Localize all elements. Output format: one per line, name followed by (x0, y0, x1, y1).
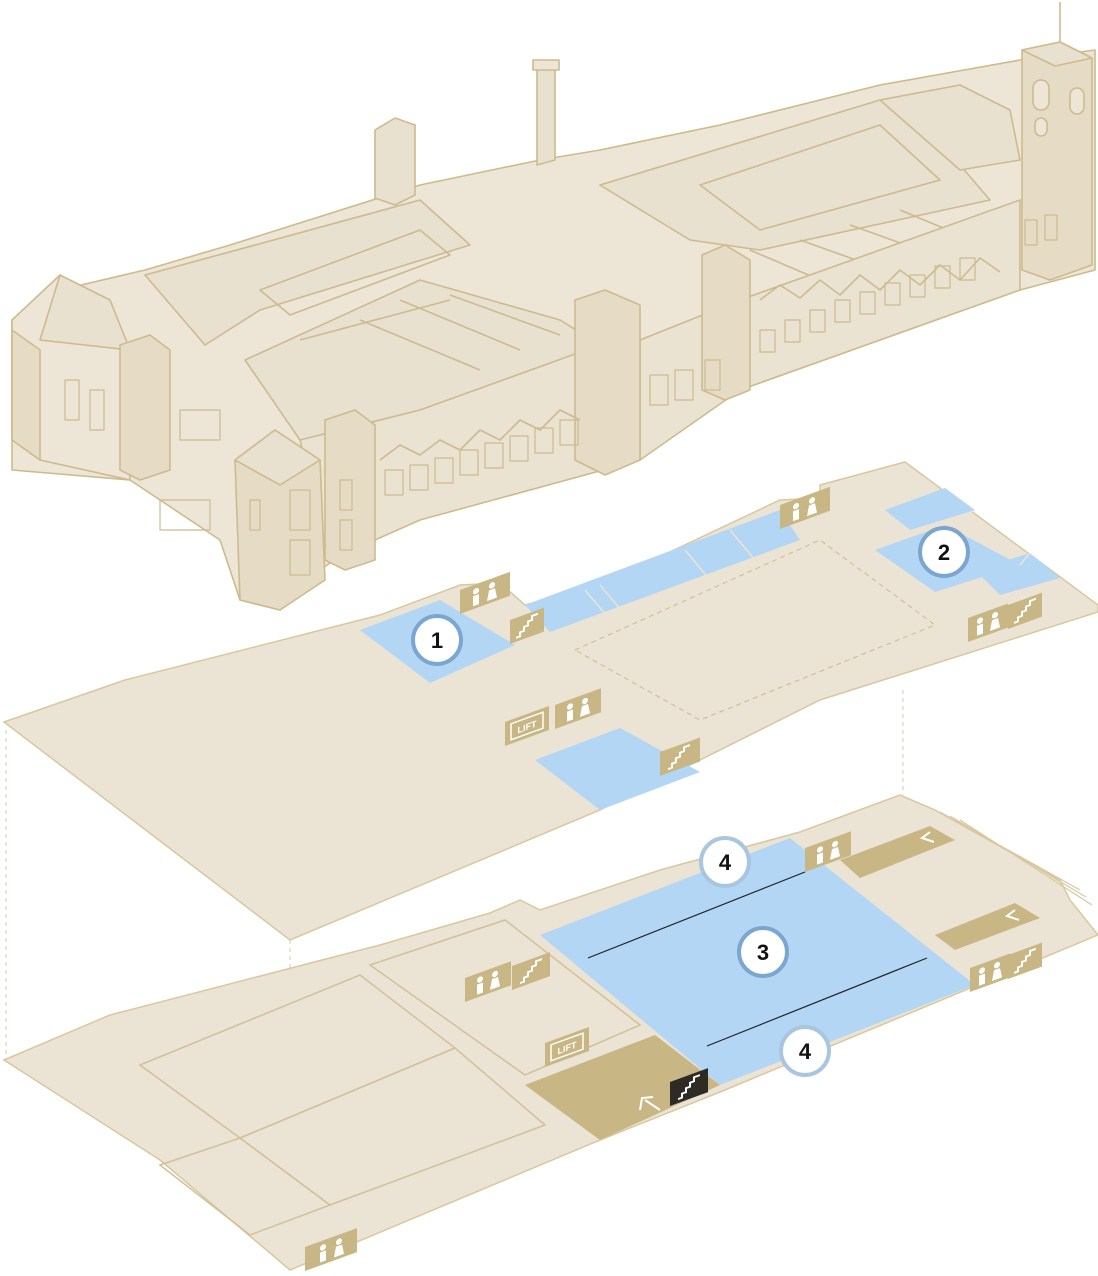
marker-label: 1 (431, 628, 443, 653)
stairs-icon (1008, 592, 1042, 629)
stairs-icon (510, 607, 544, 644)
toilet-icon (305, 1228, 357, 1271)
lower-floor-plan: LIFT (2, 794, 1098, 1271)
zone-2c (975, 553, 1060, 595)
marker-label: 2 (938, 540, 950, 565)
marker-2[interactable]: 2 (918, 526, 970, 578)
toilet-icon (465, 961, 511, 1002)
toilet-icon (555, 688, 601, 729)
stairs-icon (660, 737, 700, 776)
zone-south (535, 728, 700, 810)
stairs-icon (670, 1068, 708, 1106)
entrance-lobby (525, 1035, 720, 1140)
toilet-icon (460, 571, 510, 614)
arrow-left-icon (1004, 909, 1020, 921)
lower-room-outlines (138, 919, 642, 1236)
lower-facilities: LIFT (305, 831, 1042, 1271)
stairs-icon (512, 952, 550, 990)
marker-4-bottom[interactable]: 4 (779, 1025, 831, 1077)
arrow-bar-upper (840, 826, 955, 878)
marker-1[interactable]: 1 (411, 614, 463, 666)
marker-label: 4 (799, 1039, 812, 1064)
toilet-icon (970, 953, 1010, 992)
lower-floor-slab (2, 794, 1098, 1271)
zone-2a (885, 488, 975, 530)
hall-divider (587, 871, 806, 959)
arrow-left-icon (919, 831, 935, 843)
lift-icon: LIFT (545, 1026, 589, 1067)
marker-4-top[interactable]: 4 (699, 836, 751, 888)
toilet-icon (780, 486, 830, 529)
toilet-icon (805, 831, 851, 872)
toilet-icon (968, 603, 1008, 642)
entrance-arrow-icon (639, 1096, 661, 1111)
hall-divider (706, 957, 928, 1047)
location-markers: 1 2 3 4 4 (411, 526, 970, 1077)
lift-icon: LIFT (505, 705, 549, 746)
upper-courtyard-outline (573, 539, 937, 721)
marker-3[interactable]: 3 (737, 926, 789, 978)
marker-label: 3 (757, 940, 769, 965)
arrow-bar-lower (935, 903, 1040, 950)
marker-label: 4 (719, 850, 732, 875)
upper-facilities: LIFT (460, 486, 1042, 776)
stairs-icon (1008, 942, 1042, 979)
building-illustration (11, 2, 1096, 611)
